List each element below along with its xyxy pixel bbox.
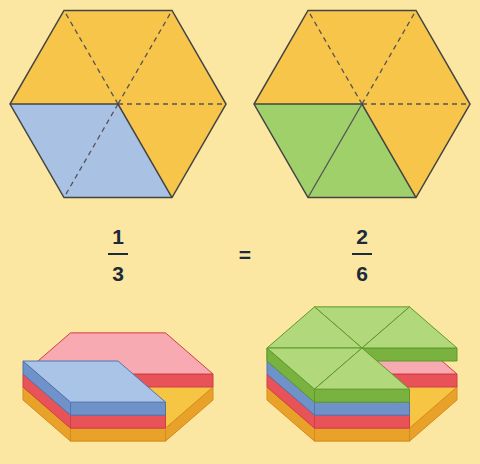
stacked-hexagon-pieces: [23, 307, 457, 441]
fraction-number: 6: [356, 263, 368, 284]
shaded-part: [10, 104, 172, 198]
fraction-number: 1: [112, 226, 124, 247]
equals-sign: =: [239, 244, 251, 265]
fraction-bar: [108, 253, 128, 255]
shaded-part: [254, 104, 416, 198]
fraction-number: 3: [112, 263, 124, 284]
fraction-number: 2: [356, 226, 368, 247]
piece-stack: [23, 333, 213, 441]
hexagon: [254, 10, 470, 197]
piece-stack: [267, 307, 457, 441]
fraction-bar: [352, 253, 372, 255]
hexagon-fractions: [10, 10, 470, 197]
hexagon: [10, 10, 226, 197]
